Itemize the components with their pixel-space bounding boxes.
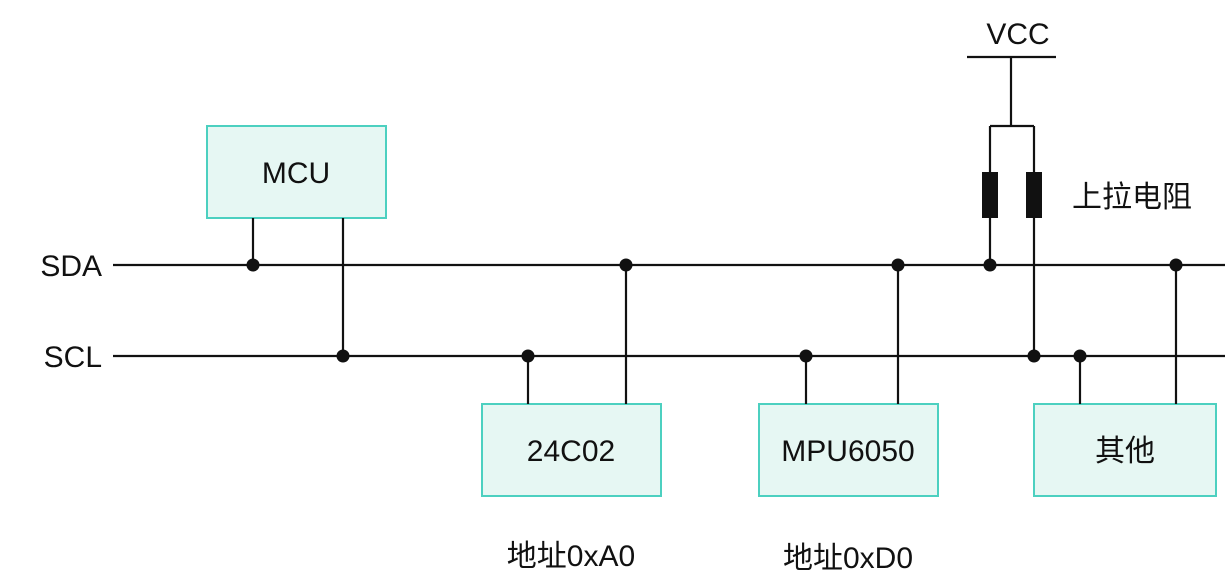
- pullup-label: 上拉电阻: [1072, 181, 1192, 214]
- pullup-scl-junction: [1027, 349, 1041, 363]
- eeprom-box: [481, 403, 662, 497]
- pullup-resistor-sda: [982, 172, 998, 218]
- imu-address: 地址0xD0: [783, 542, 913, 575]
- other-scl-junction: [1073, 349, 1087, 363]
- other-label: 其他: [1095, 435, 1155, 468]
- eeprom-scl-junction: [521, 349, 535, 363]
- mcu-box: [206, 125, 387, 219]
- scl-label: SCL: [44, 341, 102, 374]
- eeprom-label: 24C02: [527, 435, 615, 468]
- other-sda-junction: [1169, 258, 1183, 272]
- imu-scl-junction: [799, 349, 813, 363]
- other-box: [1033, 403, 1217, 497]
- mcu-sda-junction: [246, 258, 260, 272]
- eeprom-sda-junction: [619, 258, 633, 272]
- mcu-label: MCU: [262, 157, 330, 190]
- pullup-sda-junction: [983, 258, 997, 272]
- sda-label: SDA: [40, 250, 102, 283]
- eeprom-address: 地址0xA0: [507, 540, 635, 573]
- mcu-scl-junction: [336, 349, 350, 363]
- imu-label: MPU6050: [781, 435, 914, 468]
- pullup-resistor-scl: [1026, 172, 1042, 218]
- imu-sda-junction: [891, 258, 905, 272]
- vcc-label: VCC: [986, 18, 1049, 51]
- imu-box: [758, 403, 939, 497]
